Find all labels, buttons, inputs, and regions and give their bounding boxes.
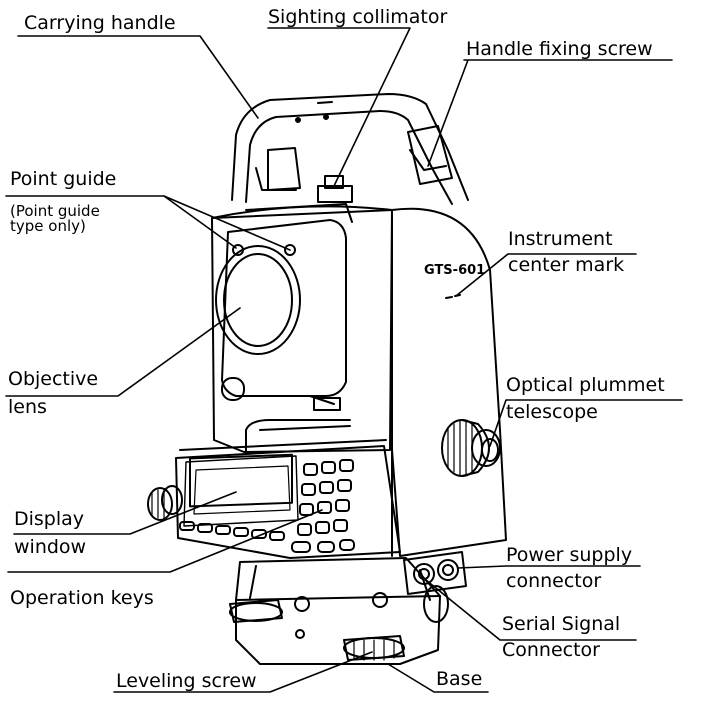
carrying-handle: [231, 93, 469, 205]
label-optical-plummet-1: Optical plummet: [506, 374, 665, 396]
base: [235, 557, 441, 665]
label-display-1: Display: [14, 508, 85, 530]
control-panel: [175, 439, 401, 559]
sighting-collimator: [317, 175, 353, 203]
soft-keys: [179, 521, 285, 541]
power-supply-connector: [437, 559, 459, 581]
optical-plummet-telescope: [441, 419, 501, 477]
telescope: [221, 203, 353, 411]
label-serial-signal-2: Connector: [502, 639, 600, 661]
label-point-guide-note-1: (Point guide: [10, 202, 100, 220]
label-optical-plummet-2: telescope: [506, 401, 598, 423]
label-objective-2: lens: [8, 396, 47, 418]
label-base: Base: [436, 668, 483, 690]
label-display-2: window: [14, 536, 87, 558]
display-window: [193, 465, 291, 515]
label-objective-1: Objective: [8, 368, 99, 390]
label-leveling-screw: Leveling screw: [116, 670, 257, 692]
label-power-supply-2: connector: [506, 570, 602, 592]
label-sighting-collimator: Sighting collimator: [268, 6, 448, 28]
leader-lines: [5, 27, 683, 693]
objective-lens: [215, 244, 301, 355]
model-badge: GTS-601: [424, 263, 485, 278]
label-carrying-handle: Carrying handle: [24, 12, 176, 34]
label-handle-fixing-screw: Handle fixing screw: [466, 38, 653, 60]
label-serial-signal-1: Serial Signal: [502, 613, 621, 635]
label-point-guide-note-2: type only): [10, 217, 86, 235]
label-instrument-2: center mark: [508, 254, 625, 276]
side-knob: [147, 485, 183, 521]
leveling-screw: [229, 585, 449, 661]
operation-keys: [291, 459, 355, 553]
label-point-guide: Point guide: [10, 168, 117, 190]
label-power-supply-1: Power supply: [506, 544, 633, 566]
label-instrument-1: Instrument: [508, 228, 613, 250]
label-operation-keys: Operation keys: [10, 587, 154, 609]
